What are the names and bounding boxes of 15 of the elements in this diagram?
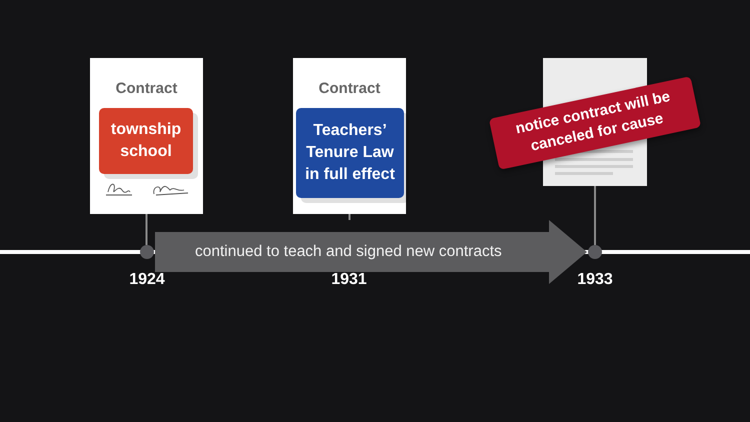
highlight-box: Teachers’ Tenure Law in full effect <box>296 108 404 198</box>
highlight-box: township school <box>99 108 193 174</box>
contract-card <box>293 58 406 214</box>
timeline-dot <box>588 245 602 259</box>
contract-card <box>90 58 203 214</box>
year-label: 1933 <box>577 271 613 289</box>
card-title: Contract <box>116 80 178 97</box>
card-title: Contract <box>318 80 380 97</box>
year-label: 1924 <box>129 271 165 289</box>
connector-line <box>146 214 148 245</box>
timeline-dot <box>140 245 154 259</box>
connector-line <box>594 186 596 245</box>
notice-stamp: notice contract will be canceled for cause <box>488 76 702 170</box>
connector-line <box>348 214 350 220</box>
year-label: 1931 <box>331 271 367 289</box>
